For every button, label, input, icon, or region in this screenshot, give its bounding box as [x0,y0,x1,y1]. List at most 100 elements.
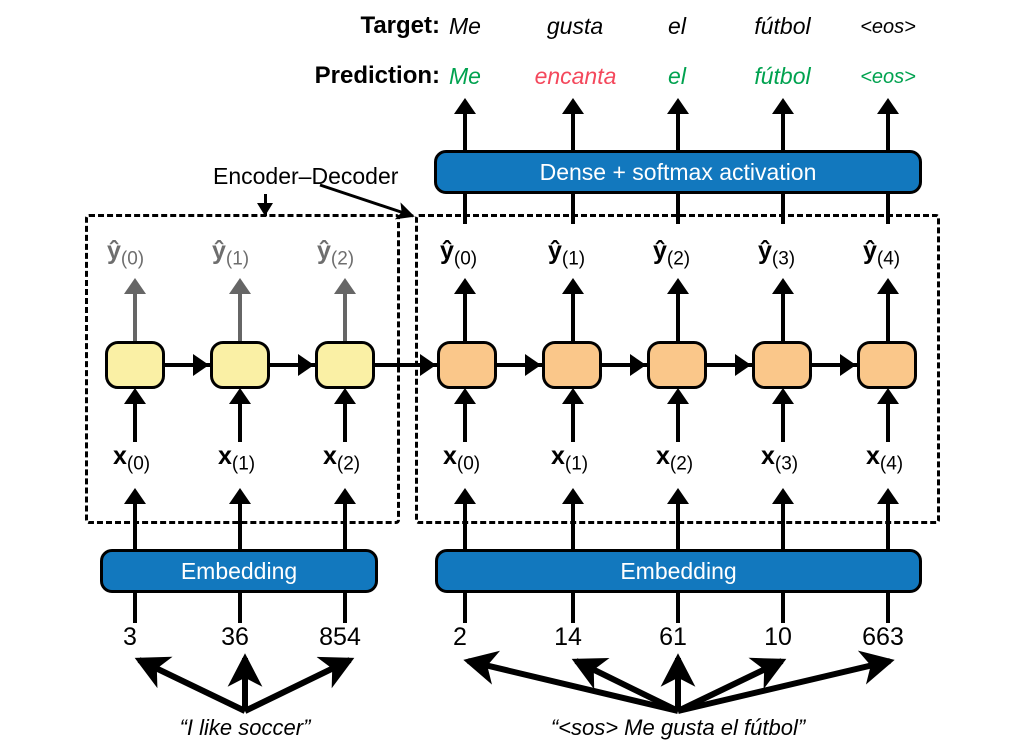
decoder-output-sub-2: (2) [666,248,691,270]
encoder-output-label-0: ŷ(0) [107,237,144,269]
encoder-cell-1[interactable] [210,341,270,389]
recurrent-arrow-d2-d3 [735,354,751,376]
encoder-cell-2[interactable] [315,341,375,389]
recurrent-arrow-d1-d2 [630,354,646,376]
decoder-input-line-1 [571,404,575,442]
encoder-token-id-0: 3 [123,623,137,651]
encoder-output-line-1 [238,292,242,344]
decoder-output-base-4: ŷ [863,237,877,265]
decoder-input-line-4 [886,404,890,442]
decoder-output-label-4: ŷ(4) [863,237,900,269]
decoder-token-stem-1 [571,593,575,623]
target-token-2: el [668,13,686,39]
decoder-output-arrow-3 [772,278,794,294]
encoder-caption-arrow-2 [243,656,355,714]
annotation-arrow-down [257,203,273,216]
decoder-embedding-bar[interactable]: Embedding [435,549,922,593]
decoder-output-line-0 [463,292,467,344]
target-token-4: <eos> [860,16,916,38]
decoder-caption-arrow-1 [571,658,680,714]
encoder-input-label-2: x(2) [323,442,360,474]
encoder-output-sub-2: (2) [330,248,355,270]
encoder-input-sub-0: (0) [126,453,151,475]
recurrent-line-e2-d0 [375,363,437,367]
decoder-cell-4[interactable] [857,341,917,389]
decoder-cell-1[interactable] [542,341,602,389]
encoder-output-base-0: ŷ [107,237,121,265]
encoder-token-stem-2 [343,593,347,623]
dense-out-line-1 [571,112,575,150]
decoder-embed-out-arrow-2 [667,488,689,504]
decoder-embed-out-arrow-1 [562,488,584,504]
prediction-token-2: el [668,63,686,89]
encoder-input-base-1: x [218,442,232,470]
target-token-3: fútbol [754,13,811,39]
decoder-embed-out-arrow-0 [454,488,476,504]
encoder-input-base-2: x [323,442,337,470]
encoder-source-caption: “I like soccer” [179,715,311,740]
decoder-input-base-4: x [866,442,880,470]
decoder-output-line-3 [781,292,785,344]
dense-in-line-1 [571,194,575,224]
encoder-caption-arrow-0 [134,656,247,714]
prediction-token-1: encanta [534,63,617,89]
prediction-token-4: <eos> [860,66,916,88]
prediction-token-0: Me [449,63,481,89]
recurrent-line-e1-e2 [270,363,315,367]
decoder-input-base-1: x [551,442,565,470]
decoder-input-arrow-0 [454,388,476,404]
encoder-input-arrow-1 [229,388,251,404]
decoder-token-id-0: 2 [453,623,467,651]
encoder-token-id-2: 854 [319,623,361,651]
encoder-embedding-bar[interactable]: Embedding [100,549,378,593]
decoder-source-caption: “<sos> Me gusta el fútbol” [550,715,806,740]
decoder-input-arrow-2 [667,388,689,404]
decoder-cell-0[interactable] [437,341,497,389]
encoder-cell-0[interactable] [105,341,165,389]
decoder-cell-3[interactable] [752,341,812,389]
decoder-input-line-2 [676,404,680,442]
encoder-output-arrow-0 [124,278,146,294]
decoder-embed-out-line-2 [676,502,680,550]
target-token-1: gusta [546,13,604,39]
decoder-embed-out-line-4 [886,502,890,550]
decoder-token-id-4: 663 [862,623,904,651]
decoder-input-label-1: x(1) [551,442,588,474]
encoder-input-sub-1: (1) [231,453,256,475]
encoder-output-base-2: ŷ [317,237,331,265]
decoder-embed-out-arrow-4 [877,488,899,504]
decoder-token-stem-0 [463,593,467,623]
encoder-output-sub-1: (1) [225,248,250,270]
decoder-input-arrow-3 [772,388,794,404]
decoder-input-label-3: x(3) [761,444,799,475]
encoder-input-label-1: x(1) [218,442,256,475]
decoder-output-arrow-0 [454,278,476,294]
decoder-input-sub-3: (3) [774,453,799,475]
decoder-input-label-0: x(0) [443,444,481,475]
decoder-input-line-0 [463,404,467,442]
encoder-embed-out-line-0 [133,502,137,550]
recurrent-line-d1-d2 [602,363,647,367]
dense-out-line-0 [463,112,467,150]
decoder-input-label-4: x(4) [866,442,903,474]
dense-softmax-label: Dense + softmax activation [539,158,817,185]
decoder-input-arrow-1 [562,388,584,404]
dense-in-line-3 [781,194,785,224]
encoder-embed-out-arrow-0 [124,488,146,504]
recurrent-arrow-e1-e2 [298,354,314,376]
decoder-output-base-2: ŷ [653,237,667,265]
dense-out-arrow-3 [772,98,794,114]
dense-softmax-bar[interactable]: Dense + softmax activation [434,150,922,194]
dense-in-line-0 [463,194,467,224]
decoder-cell-2[interactable] [647,341,707,389]
encoder-embed-out-line-1 [238,502,242,550]
decoder-input-arrow-4 [877,388,899,404]
recurrent-arrow-e2-d0 [420,354,436,376]
recurrent-arrow-d0-d1 [525,354,541,376]
decoder-output-arrow-4 [877,278,899,294]
decoder-input-sub-2: (2) [669,453,694,475]
encoder-output-arrow-2 [334,278,356,294]
decoder-input-sub-0: (0) [456,453,481,475]
dense-in-line-4 [886,194,890,224]
encoder-token-stem-0 [133,593,137,623]
